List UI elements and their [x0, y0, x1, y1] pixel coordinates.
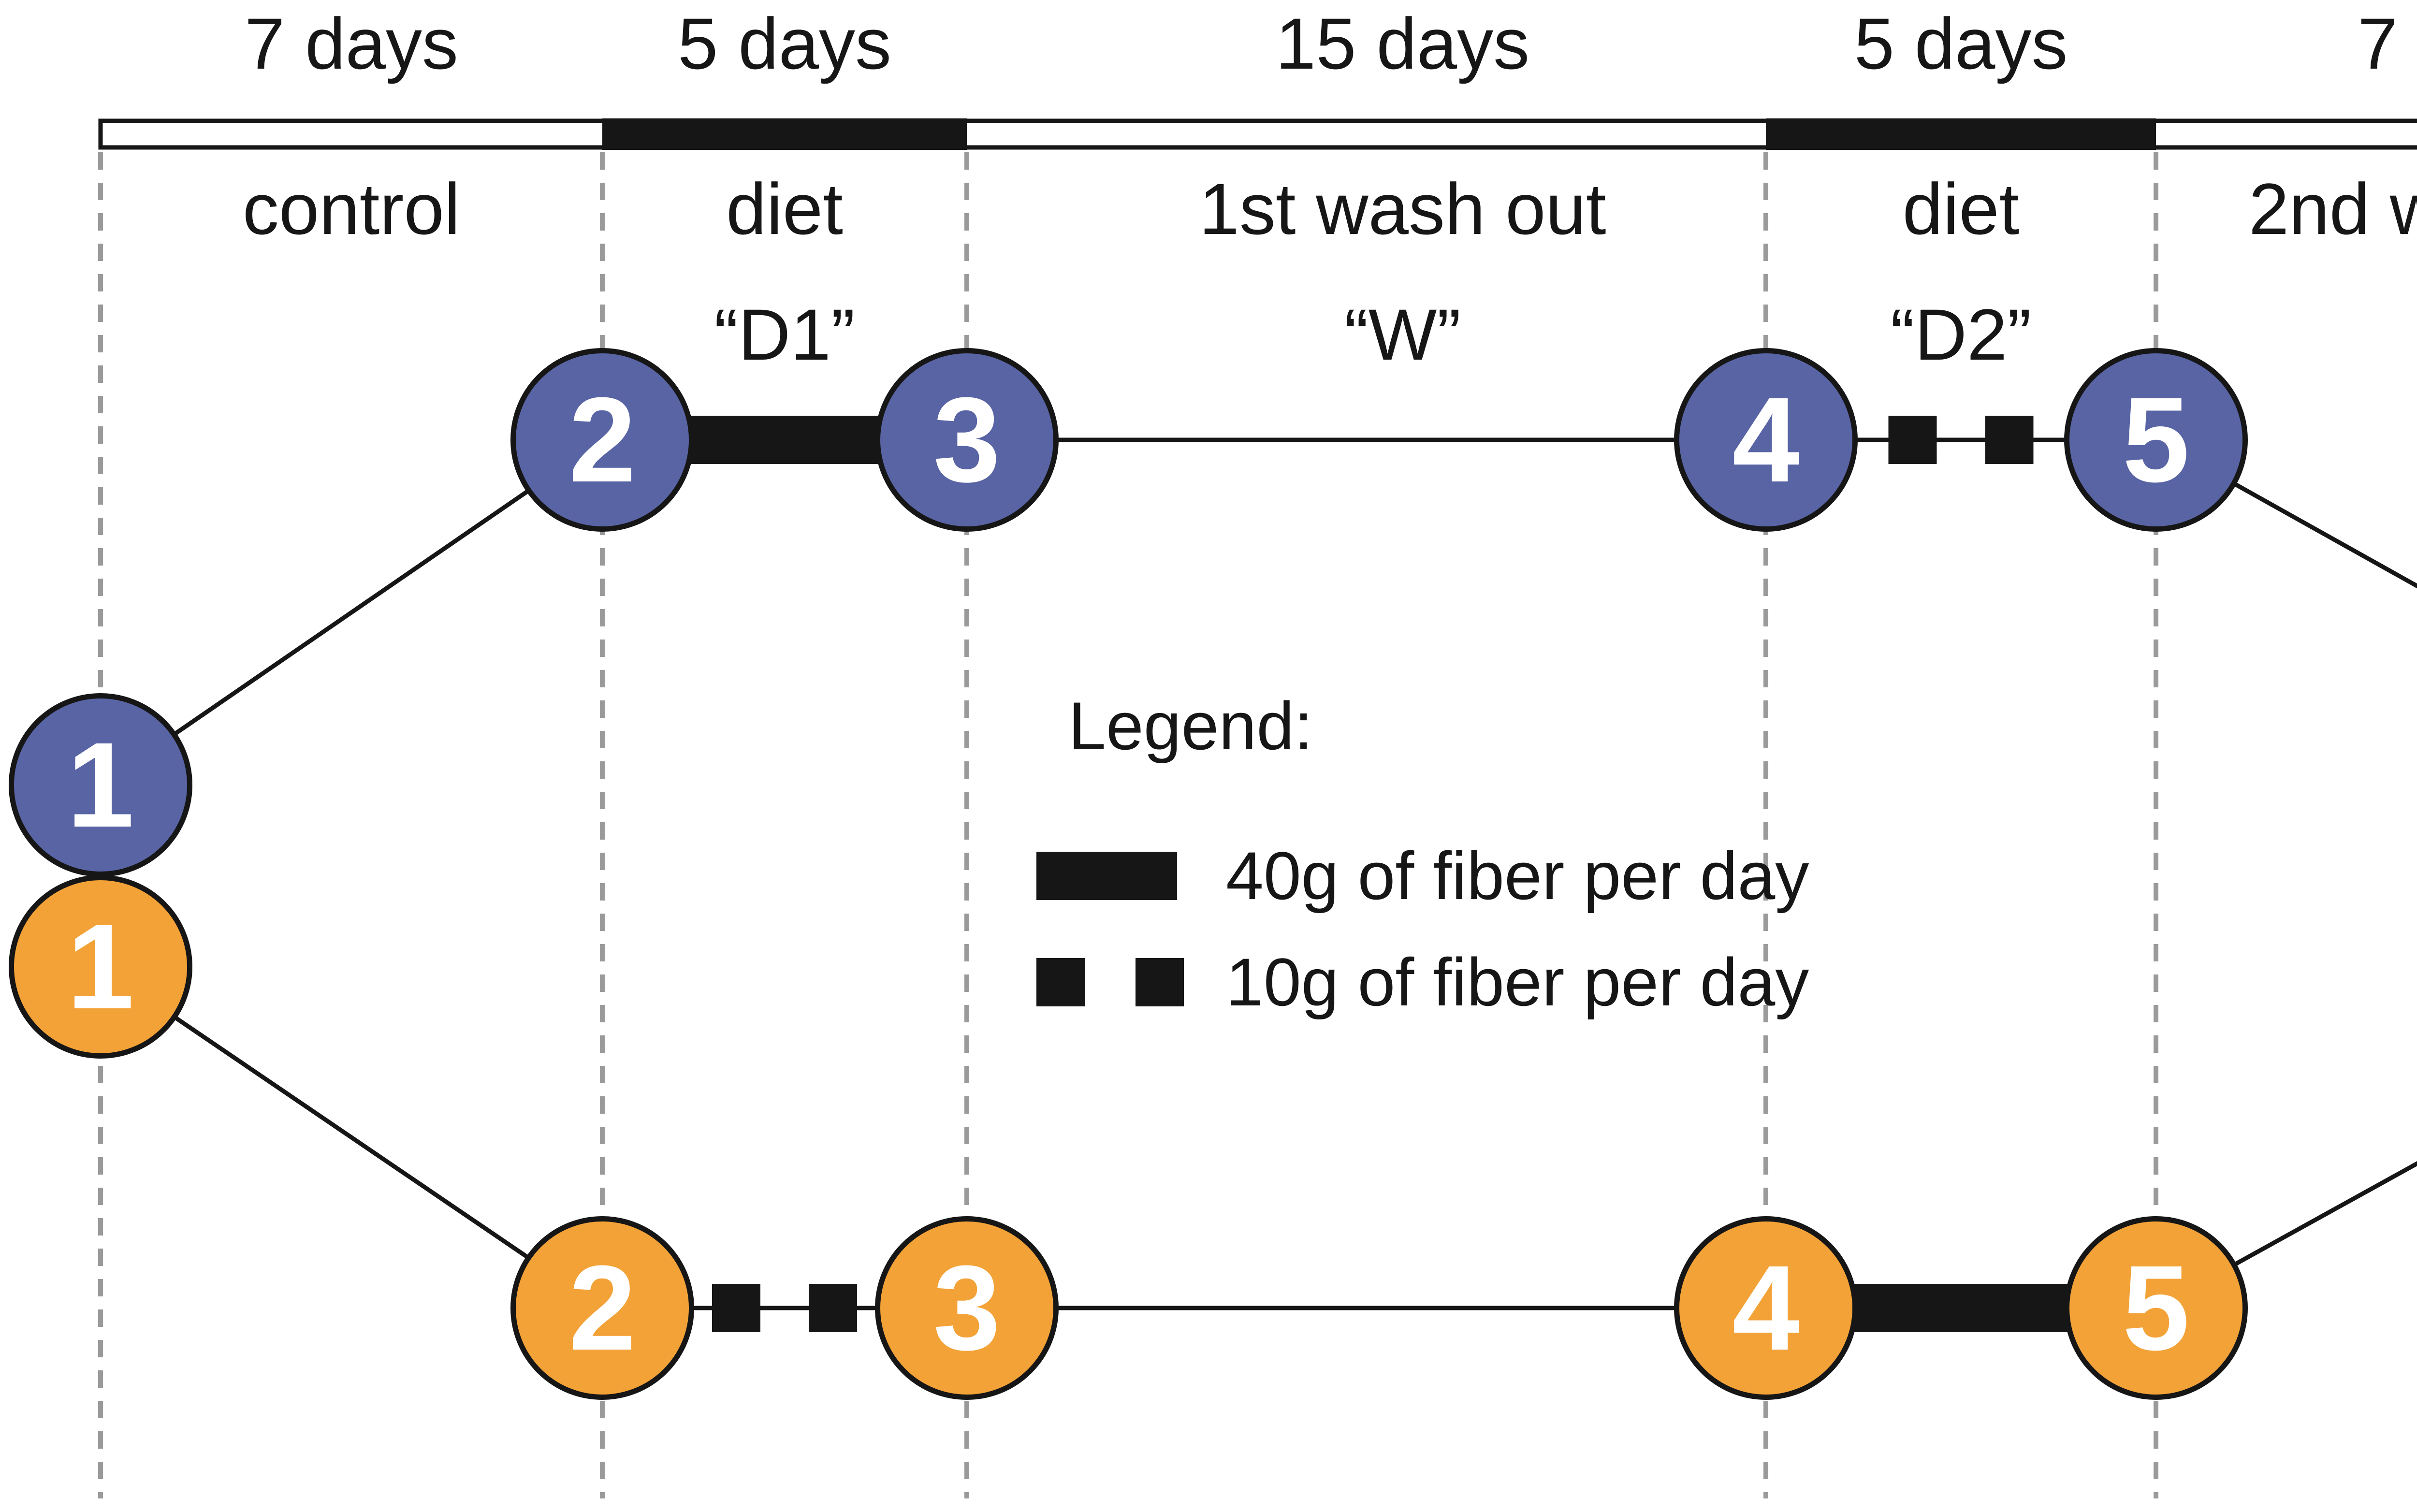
legend-title: Legend:: [1068, 688, 1313, 764]
legend-40g-label: 40g of fiber per day: [1226, 838, 1809, 914]
timeline-bar-diet-segment: [1766, 118, 2156, 150]
connector-line: [2155, 438, 2417, 589]
connector-line: [2155, 1161, 2417, 1310]
connector-10g-square: [712, 1284, 760, 1332]
connector-40g-bar: [1850, 1284, 2071, 1332]
connector-10g-square: [1888, 416, 1937, 464]
legend-10g-swatch-square: [1136, 958, 1184, 1006]
legend-10g-swatch-square: [1036, 958, 1085, 1006]
connector-10g-square: [809, 1284, 857, 1332]
connector-10g-square: [1985, 416, 2034, 464]
timeline-bar: [98, 118, 2417, 150]
legend-40g-swatch: [1036, 852, 1177, 900]
legend-10g-label: 10g of fiber per day: [1226, 944, 1809, 1020]
connector-line: [99, 965, 604, 1310]
timeline-bar-diet-segment: [602, 118, 967, 150]
connector-line: [99, 438, 604, 787]
connector-40g-bar: [687, 416, 882, 464]
